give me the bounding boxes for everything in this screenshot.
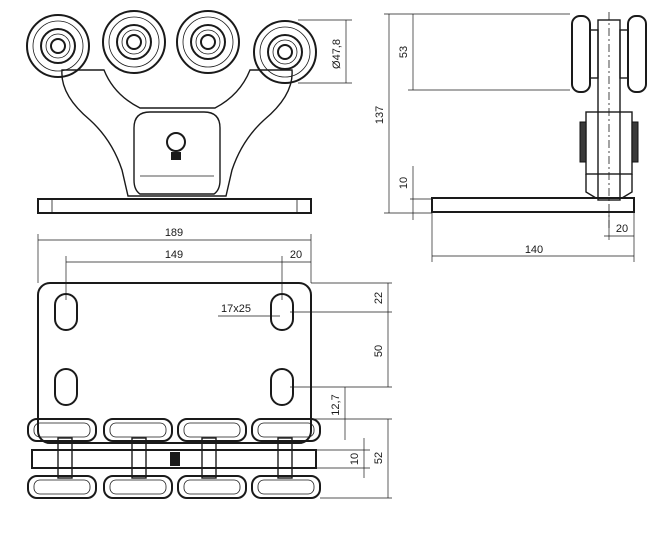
side-guide-roller-left [579,121,587,163]
top-axle-post-2 [131,437,147,479]
dim-roller-diameter: Ø47,8 [331,39,343,69]
slot-size-label: 17x25 [221,303,251,315]
dim-height-10-side: 10 [398,177,410,189]
top-view: 189 149 20 17x25 22 50 12,7 10 52 [27,227,392,499]
front-roller-4 [253,20,317,84]
dim-hole-span-149: 149 [165,249,183,261]
top-roller-row-lower [27,475,321,499]
front-base-plate [37,198,312,214]
top-axle-post-1 [57,437,73,479]
front-bolt [166,132,186,152]
front-roller-3 [176,10,240,74]
top-axle-bar [31,449,317,469]
dim-depth-140: 140 [525,244,543,256]
slot-bottom-left [54,368,78,406]
dim-edge-12-7: 12,7 [330,394,342,415]
side-roller-hub-right [619,29,629,79]
front-bolt-nut [171,152,181,160]
side-base-plate [431,197,635,213]
side-roller-hub-left [589,29,599,79]
side-roller-right [627,15,647,93]
dim-edge-20: 20 [290,249,302,261]
dim-height-53: 53 [398,46,410,58]
top-center-block [170,452,180,466]
front-bracket [133,111,221,195]
slot-bottom-right [270,368,294,406]
dim-offset-20-side: 20 [616,223,628,235]
top-plate [37,282,312,444]
top-axle-post-4 [277,437,293,479]
front-body-outline [61,69,293,197]
dim-gap-10-bottom: 10 [349,453,361,465]
dim-height-52: 52 [373,452,385,464]
front-roller-1 [26,14,90,78]
dim-height-137: 137 [374,106,386,124]
front-roller-2 [102,10,166,74]
dim-slot-spacing-50: 50 [373,345,385,357]
front-view: Ø47,8 [26,10,352,214]
side-guide-roller-right [631,121,639,163]
top-roller-row-upper [27,418,321,442]
dim-edge-22: 22 [373,292,385,304]
top-axle-post-3 [201,437,217,479]
dim-width-189: 189 [165,227,183,239]
side-view: 53 137 10 140 20 [374,12,647,262]
side-roller-left [571,15,591,93]
